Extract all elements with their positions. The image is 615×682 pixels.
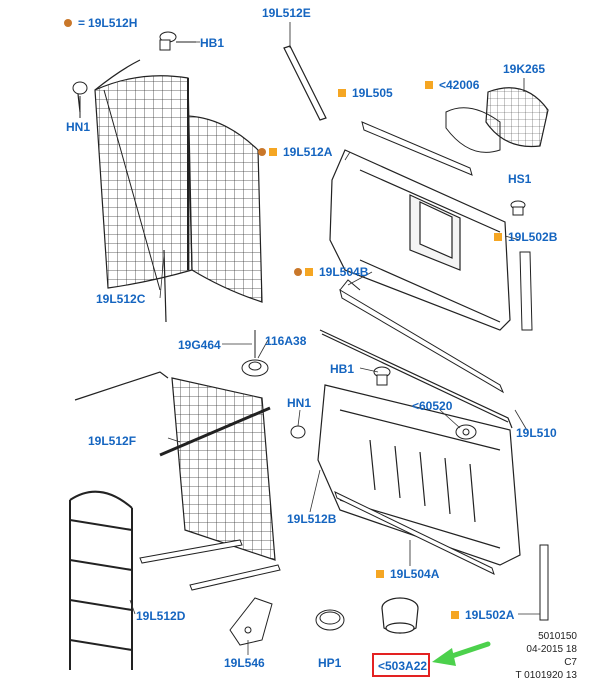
screw-hs1 (510, 200, 526, 216)
leader-lines (129, 41, 540, 655)
label-hs1: HS1 (508, 172, 532, 186)
square-marker (494, 233, 502, 241)
label-hb1-top: HB1 (200, 36, 225, 50)
bulkhead-upper-19l512a (329, 149, 511, 331)
clip-60520 (455, 424, 477, 440)
square-marker (269, 148, 277, 156)
cargo-net-upper (74, 59, 263, 323)
square-marker (425, 81, 433, 89)
label-hp1: HP1 (318, 656, 342, 670)
label-19l502a: 19L502A (451, 608, 514, 622)
label-19l512d: 19L512D (136, 609, 186, 623)
square-marker (376, 570, 384, 578)
nut-hn1-mid (290, 425, 306, 439)
legend-part: 19L512H (88, 16, 138, 30)
square-marker (305, 268, 313, 276)
reference-info: 5010150 04-2015 18 C7 T 0101920 13 (515, 630, 577, 682)
square-marker (338, 89, 346, 97)
bracket-19l504a (334, 491, 495, 575)
legend-dot-marker (64, 19, 72, 27)
label-19k265: 19K265 (503, 62, 546, 76)
label-19l505: 19L505 (338, 86, 393, 100)
label-116a38: 116A38 (265, 334, 307, 348)
rod-19l512e (283, 22, 327, 121)
highlighted-part-box: <503A22 (372, 653, 430, 677)
label-19l510: 19L510 (516, 426, 557, 440)
strip-19l505 (361, 121, 473, 176)
plug-hp1 (315, 609, 345, 631)
label-hb1-mid: HB1 (330, 362, 355, 376)
label-42006: <42006 (425, 78, 479, 92)
grommet-116a38 (241, 330, 269, 377)
grille-19k265 (485, 78, 549, 148)
bolt-hb1-top (159, 31, 196, 51)
label-19g464: 19G464 (178, 338, 221, 352)
legend: =19L512H (64, 16, 137, 30)
bracket-19l504b (339, 279, 505, 394)
label-19l546: 19L546 (224, 656, 265, 670)
dot-marker (294, 268, 302, 276)
ref-line-2: 04-2015 18 (526, 644, 577, 655)
dot-marker (258, 148, 266, 156)
ref-line-1: 5010150 (538, 631, 577, 642)
label-19l504b: 19L504B (294, 265, 368, 279)
label-19l512c: 19L512C (96, 292, 146, 306)
label-60520: <60520 (412, 399, 453, 413)
label-19l512b: 19L512B (287, 512, 337, 526)
legend-equals: = (78, 16, 86, 30)
nut-hn1-left (72, 81, 88, 118)
green-arrow (432, 641, 491, 666)
label-hn1-mid: HN1 (287, 396, 312, 410)
bracket-19l546 (229, 597, 273, 646)
strip-19l502b (519, 251, 533, 331)
label-19l512e: 19L512E (262, 6, 311, 20)
label-503a22: <503A22 (378, 659, 428, 673)
ref-line-4: T 0101920 13 (515, 670, 577, 681)
cargo-net-lower (74, 371, 276, 561)
ref-line-3: C7 (564, 657, 577, 668)
label-19l502b: 19L502B (494, 230, 557, 244)
floor-strips (139, 539, 281, 591)
label-19l512f: 19L512F (88, 434, 137, 448)
label-hn1-left: HN1 (66, 120, 91, 134)
strip-19l502a (539, 544, 549, 621)
cap-503a22 (381, 597, 419, 634)
label-19l504a: 19L504A (376, 567, 439, 581)
ladder-19l512d (69, 490, 133, 670)
square-marker (451, 611, 459, 619)
bolt-hb1-mid (373, 366, 391, 386)
label-19l512a: 19L512A (258, 145, 332, 159)
rod-19l510 (319, 329, 513, 429)
